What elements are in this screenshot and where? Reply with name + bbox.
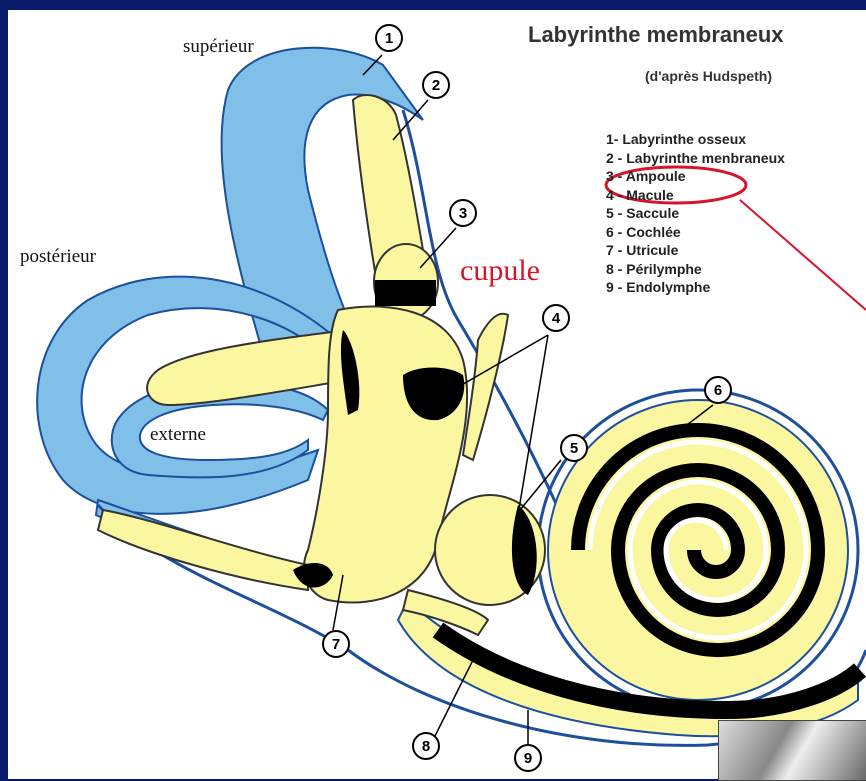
legend-item: 3 - Ampoule — [606, 167, 785, 186]
legend-item: 7 - Utricule — [606, 241, 785, 260]
legend: 1- Labyrinthe osseux 2 - Labyrinthe menb… — [606, 130, 785, 297]
diagram-title: Labyrinthe membraneux — [528, 22, 784, 48]
legend-item: 5 - Saccule — [606, 204, 785, 223]
marker-6: 6 — [705, 377, 731, 403]
legend-item: 8 - Périlymphe — [606, 260, 785, 279]
svg-text:9: 9 — [524, 750, 532, 767]
legend-item: 9 - Endolymphe — [606, 278, 785, 297]
cupula-superior — [375, 280, 436, 306]
marker-8: 8 — [413, 733, 439, 759]
diagram-canvas: 1 2 3 4 5 6 7 8 9 Labyrinthe membraneux … — [8, 10, 866, 779]
marker-7: 7 — [323, 631, 349, 657]
svg-text:8: 8 — [422, 738, 430, 755]
svg-text:5: 5 — [570, 440, 578, 457]
corner-photo-thumbnail — [718, 720, 866, 781]
marker-1: 1 — [376, 25, 402, 51]
legend-item: 2 - Labyrinthe menbraneux — [606, 149, 785, 168]
svg-text:4: 4 — [552, 310, 561, 327]
svg-text:2: 2 — [432, 77, 440, 94]
marker-5: 5 — [561, 435, 587, 461]
marker-2: 2 — [423, 72, 449, 98]
svg-text:6: 6 — [714, 382, 722, 399]
legend-item: 1- Labyrinthe osseux — [606, 130, 785, 149]
legend-item: 4 - Macule — [606, 186, 785, 205]
marker-3: 3 — [450, 200, 476, 226]
marker-9: 9 — [515, 745, 541, 771]
svg-text:3: 3 — [459, 205, 467, 222]
diagram-subtitle: (d'après Hudspeth) — [645, 68, 772, 84]
cochlea — [548, 400, 848, 700]
svg-text:7: 7 — [332, 636, 340, 653]
label-superieur: supérieur — [183, 36, 254, 58]
label-externe: externe — [150, 424, 206, 446]
marker-4: 4 — [543, 305, 569, 331]
membranous-labyrinth — [98, 95, 545, 635]
cupule-annotation: cupule — [460, 254, 540, 288]
label-posterieur: postérieur — [20, 246, 96, 268]
labyrinth-drawing: 1 2 3 4 5 6 7 8 9 — [8, 10, 866, 779]
svg-text:1: 1 — [385, 30, 393, 47]
legend-item: 6 - Cochlée — [606, 223, 785, 242]
